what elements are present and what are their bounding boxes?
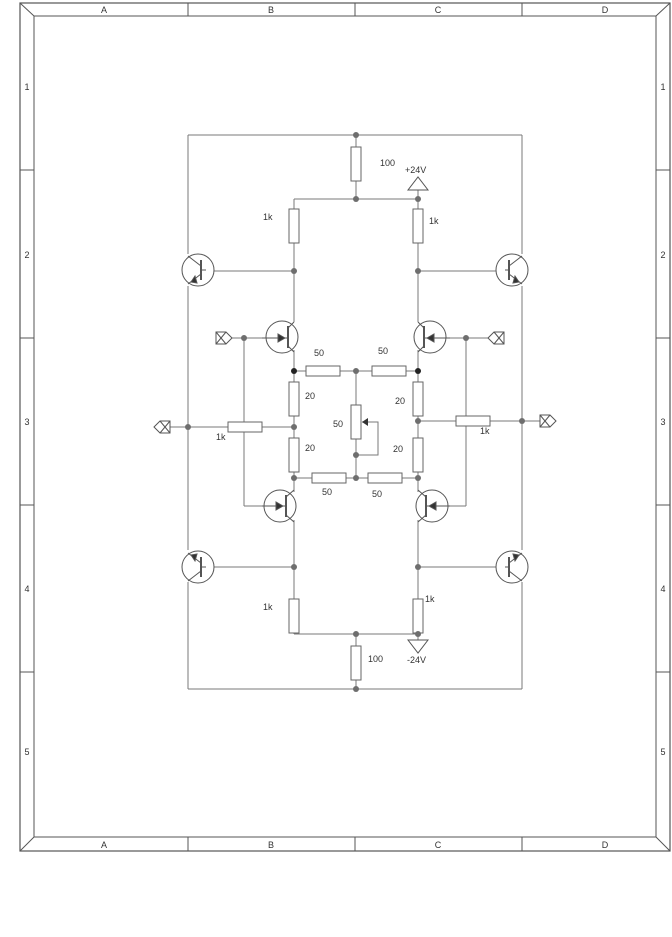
supply-positive-icon <box>406 176 430 191</box>
transistor-bjt-bottom-left-icon <box>181 550 215 584</box>
potentiometer-center-50 <box>350 404 362 440</box>
label-bridge-bottom-left: 50 <box>322 487 332 497</box>
col-label-top-b: B <box>268 5 274 15</box>
row-label-right-1: 1 <box>660 82 665 92</box>
resistor-left-bottom-1k <box>288 598 300 634</box>
bjt-transistors <box>181 253 529 584</box>
resistor-top-100 <box>350 146 362 182</box>
row-label-left-1: 1 <box>24 82 29 92</box>
label-resistor-top: 100 <box>380 158 395 168</box>
label-bridge-top-right: 50 <box>378 346 388 356</box>
label-resistor-left-top: 1k <box>263 212 273 222</box>
transistor-fet-bottom-right-icon <box>415 489 450 523</box>
row-label-right-3: 3 <box>660 417 665 427</box>
resistor-bridge-bottom-right-50 <box>367 472 403 484</box>
transistor-fet-bottom-left-icon <box>262 489 297 523</box>
resistor-left-top-1k <box>288 208 300 244</box>
transistor-fet-top-right-icon <box>413 320 450 354</box>
label-bridge-bottom-right: 50 <box>372 489 382 499</box>
resistor-bridge-left-top-20 <box>288 381 300 417</box>
resistor-bridge-top-left-50 <box>305 365 341 377</box>
supply-negative-icon <box>406 639 430 654</box>
resistor-input-right-1k <box>455 415 491 427</box>
gate-port-right-icon[interactable] <box>487 331 505 345</box>
resistor-bridge-bottom-left-50 <box>311 472 347 484</box>
fet-transistors <box>262 320 450 523</box>
potentiometer-wiper-arrow-icon <box>362 418 368 426</box>
resistor-bridge-right-top-20 <box>412 381 424 417</box>
junction-nodes <box>185 132 525 692</box>
transistor-bjt-top-left-icon <box>181 253 215 287</box>
resistor-bridge-top-right-50 <box>371 365 407 377</box>
transistor-bjt-bottom-right-icon <box>495 550 529 584</box>
label-resistor-input-right: 1k <box>480 426 490 436</box>
sheet-frame <box>19 2 671 852</box>
label-supply-negative: -24V <box>407 655 426 665</box>
label-resistor-left-bottom: 1k <box>263 602 273 612</box>
resistor-bottom-100 <box>350 645 362 681</box>
row-label-left-4: 4 <box>24 584 29 594</box>
resistor-bridge-left-bottom-20 <box>288 437 300 473</box>
row-label-left-3: 3 <box>24 417 29 427</box>
resistors <box>227 146 491 681</box>
label-resistor-right-bottom: 1k <box>425 594 435 604</box>
label-potentiometer: 50 <box>333 419 343 429</box>
label-bridge-right-top: 20 <box>395 396 405 406</box>
col-label-top-d: D <box>602 5 609 15</box>
row-label-left-5: 5 <box>24 747 29 757</box>
col-label-bottom-b: B <box>268 840 274 850</box>
resistor-right-top-1k <box>412 208 424 244</box>
row-label-right-5: 5 <box>660 747 665 757</box>
col-label-bottom-d: D <box>602 840 609 850</box>
label-bridge-top-left: 50 <box>314 348 324 358</box>
label-bridge-right-bottom: 20 <box>393 444 403 454</box>
label-supply-positive: +24V <box>405 165 426 175</box>
input-port-left-icon[interactable] <box>153 420 171 434</box>
row-label-left-2: 2 <box>24 250 29 260</box>
label-resistor-bottom: 100 <box>368 654 383 664</box>
input-port-right-icon[interactable] <box>539 414 557 428</box>
col-label-top-c: C <box>435 5 442 15</box>
resistor-bridge-right-bottom-20 <box>412 437 424 473</box>
label-bridge-left-top: 20 <box>305 391 315 401</box>
col-label-bottom-c: C <box>435 840 442 850</box>
transistor-bjt-top-right-icon <box>495 253 529 287</box>
label-resistor-input-left: 1k <box>216 432 226 442</box>
row-label-right-4: 4 <box>660 584 665 594</box>
resistor-input-left-1k <box>227 421 263 433</box>
row-label-right-2: 2 <box>660 250 665 260</box>
label-resistor-right-top: 1k <box>429 216 439 226</box>
col-label-top-a: A <box>101 5 107 15</box>
transistor-fet-top-left-icon <box>262 320 299 354</box>
resistor-right-bottom-1k <box>412 598 424 634</box>
label-bridge-left-bottom: 20 <box>305 443 315 453</box>
col-label-bottom-a: A <box>101 840 107 850</box>
gate-port-left-icon[interactable] <box>215 331 233 345</box>
